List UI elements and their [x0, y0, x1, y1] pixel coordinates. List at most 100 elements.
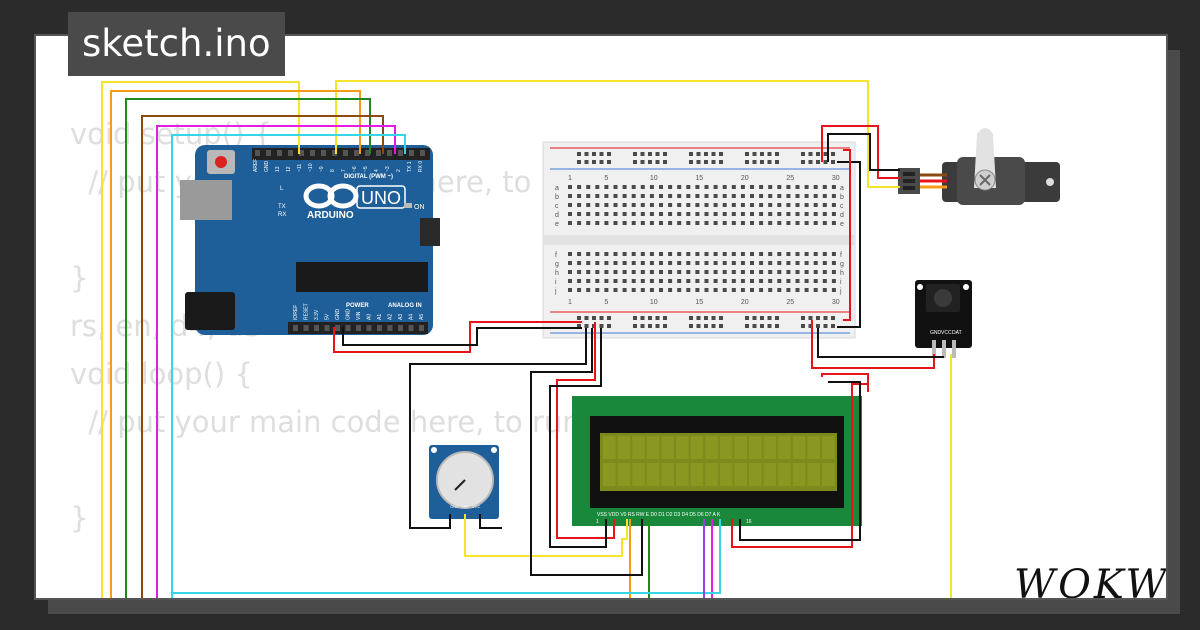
circuit-svg: ARDUINO UNO DIGITAL (PWM ~) POWER ANALOG…: [101, 80, 1060, 598]
arduino-pin-label: 2: [396, 169, 402, 172]
wire-pot-gnd: [409, 328, 587, 529]
arduino-brand-label: ARDUINO: [307, 210, 354, 221]
wire-5v: [333, 321, 582, 353]
lcd-16x2[interactable]: VSS VDD V0 RS RW E D0 D1 D2 D3 D4 D5 D6 …: [572, 396, 862, 526]
lcd-pin-last: 16: [746, 519, 752, 525]
wire-cyan: [171, 134, 406, 598]
breadboard-row-letter: c: [555, 203, 559, 210]
breadboard-row-letter: i: [840, 279, 842, 286]
breadboard-row-letter: b: [840, 194, 844, 201]
wire-lcd-vdd: [556, 322, 615, 539]
arduino-pin-label: ~9: [319, 166, 325, 172]
wire-pot-vcc: [479, 514, 502, 529]
breadboard-col-number: 25: [786, 299, 794, 306]
arduino-pin-label: 5V: [325, 313, 331, 320]
arduino-pin-label: 4: [374, 169, 380, 172]
digital-pwm-label: DIGITAL (PWM ~): [344, 174, 393, 180]
arduino-pin-label: ~10: [308, 163, 314, 172]
file-tab[interactable]: sketch.ino: [68, 12, 285, 76]
ir-pin-gnd: GND: [930, 330, 942, 336]
wire-lcd-vss: [549, 328, 607, 548]
breadboard-row-letter: a: [555, 185, 559, 192]
diagram-card: void setup() { // put your setup code he…: [34, 34, 1168, 600]
breadboard-col-number: 20: [741, 175, 749, 182]
servo-motor[interactable]: [898, 128, 1060, 205]
wire-lcd-a: [731, 373, 869, 548]
arduino-pin-label: ~3: [385, 166, 391, 172]
breadboard-col-number: 10: [650, 299, 658, 306]
usb-port: [180, 180, 232, 220]
wire-servo-gnd: [827, 133, 900, 171]
breadboard-row-letter: h: [840, 270, 844, 277]
power-jack: [185, 292, 235, 330]
wire-yellow-servo: [335, 80, 900, 188]
rx-led-label: RX: [278, 212, 286, 218]
arduino-pin-label: A1: [377, 314, 383, 320]
wire-ir-gnd: [817, 328, 944, 358]
arduino-pin-label: GND: [335, 309, 341, 321]
arduino-pin-label: 12: [286, 166, 292, 172]
on-label: ON: [414, 204, 425, 211]
lcd-pin-first: 1: [596, 519, 599, 525]
pot-pin-gnd: GND: [450, 504, 459, 509]
ir-receiver[interactable]: GND VCC DAT: [915, 280, 972, 358]
breadboard-row-letter: g: [555, 261, 559, 268]
wire-rail-vcc-link: [843, 149, 851, 321]
breadboard-row-letter: c: [840, 203, 844, 210]
wire-yellow-pot: [464, 514, 628, 557]
breadboard-row-letter: e: [840, 221, 844, 228]
arduino-pin-label: RX 0: [418, 161, 424, 172]
wire-magenta: [156, 125, 396, 598]
wires: [101, 80, 952, 598]
lcd-character-cells: [603, 436, 835, 486]
wire-servo-vcc: [821, 125, 900, 179]
atmega-chip: [296, 262, 428, 292]
ir-pin-dat: DAT: [952, 330, 962, 336]
tx-led-label: TX: [278, 204, 286, 210]
code-line: void loop() {: [70, 357, 253, 391]
arduino-pin-label: 13: [275, 166, 281, 172]
arduino-pin-label: A5: [419, 314, 425, 320]
ir-sensor-icon: [934, 289, 952, 307]
arduino-pin-label: A3: [398, 314, 404, 320]
breadboard-row-letter: i: [555, 279, 557, 286]
breadboard-col-number: 15: [695, 175, 703, 182]
power-label: POWER: [346, 303, 369, 309]
wire-yellow-13: [101, 81, 300, 598]
breadboard-col-number: 25: [786, 175, 794, 182]
breadboard-row-letter: d: [840, 212, 844, 219]
breadboard-row-letter: f: [555, 252, 557, 259]
wire-orange: [110, 90, 361, 598]
digital-header: [252, 148, 430, 160]
arduino-pin-label: GND: [346, 309, 352, 321]
breadboard-col-number: 30: [832, 299, 840, 306]
breadboard-row-letter: d: [555, 212, 559, 219]
arduino-pin-label: 3.3V: [314, 309, 320, 320]
breadboard-row-letter: e: [555, 221, 559, 228]
arduino-pin-label: 7: [341, 169, 347, 172]
arduino-model-label: UNO: [361, 188, 401, 208]
arduino-pin-label: ~11: [297, 164, 303, 172]
code-line: }: [70, 501, 89, 535]
breadboard-holes: [568, 152, 836, 328]
potentiometer[interactable]: GND SIG VCC: [429, 445, 499, 519]
breadboard-row-letter: f: [840, 252, 842, 259]
breadboard-row-letter: b: [555, 194, 559, 201]
ir-pin-vcc: VCC: [941, 330, 952, 336]
arduino-pin-label: IOREF: [293, 305, 299, 320]
breadboard-row-letter: a: [840, 185, 844, 192]
wire-gnd: [342, 327, 582, 346]
arduino-logo-icon: [303, 183, 359, 209]
wire-rail-gnd-link: [837, 161, 861, 328]
analog-in-label: ANALOG IN: [388, 303, 422, 309]
arduino-uno[interactable]: ARDUINO UNO DIGITAL (PWM ~) POWER ANALOG…: [180, 145, 440, 335]
breadboard-col-number: 1: [568, 175, 572, 182]
l-led-label: L: [280, 186, 284, 192]
arduino-pin-label: A0: [367, 314, 373, 320]
breadboard-row-letter: j: [554, 288, 557, 295]
pot-pin-vcc: VCC: [472, 504, 481, 509]
